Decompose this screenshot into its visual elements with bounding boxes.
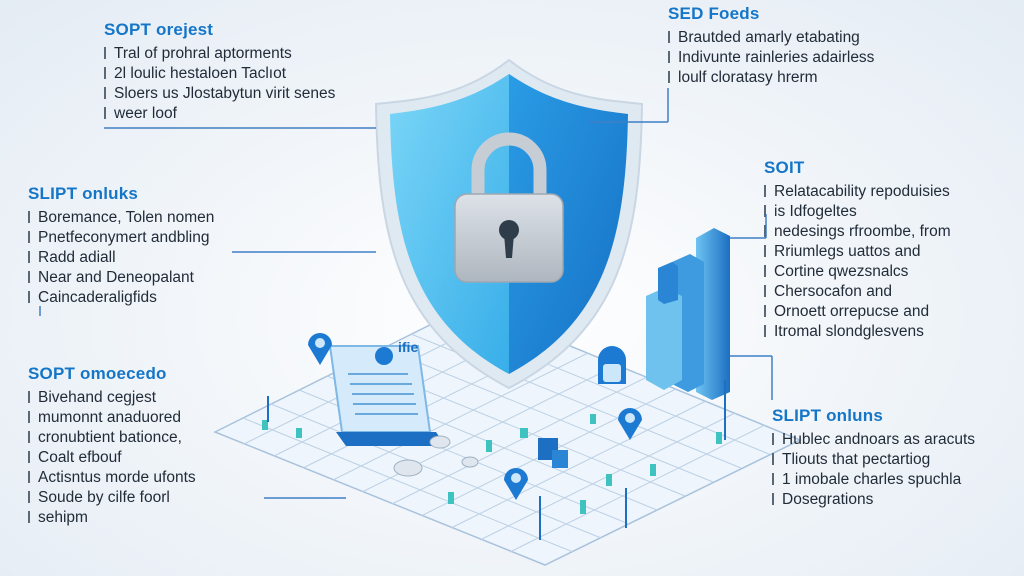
bullet-bar — [28, 231, 30, 243]
list-item: Hublec andnoars as aracuts — [772, 430, 975, 450]
bullet-bar — [104, 107, 106, 119]
list-item: Tliouts that pectartiog — [772, 450, 975, 470]
list-item: Caincaderaligfids — [28, 288, 214, 308]
block-bottom-left: SOPT omoecedo Bivehand cegjest mumonnt a… — [28, 364, 196, 528]
list-item: Rriumlegs uattos and — [764, 242, 951, 262]
bullet-bar — [28, 211, 30, 223]
screen-label: ifie — [398, 339, 418, 355]
block-title: SOPT omoecedo — [28, 364, 167, 383]
block-top-left: SOPT orejest Tral of prohral aptorments … — [104, 20, 335, 124]
list-item: sehipm — [28, 508, 196, 528]
list-item: Chersocafon and — [764, 282, 951, 302]
list-item: Ornoett orrepucse and — [764, 302, 951, 322]
list-item: 1 imobale charles spuchla — [772, 470, 975, 490]
bullet-bar — [104, 47, 106, 59]
bullet-bar — [28, 411, 30, 423]
list-item: Sloers us Jlostabytun virit senes — [104, 84, 335, 104]
list-item: Tral of prohral aptorments — [104, 44, 335, 64]
list-item: cronubtient bationce, — [28, 428, 196, 448]
bullet-bar — [28, 251, 30, 263]
bullet-bar — [764, 225, 766, 237]
list-item: Coalt efbouf — [28, 448, 196, 468]
bullet-bar — [772, 473, 774, 485]
bullet-bar — [764, 265, 766, 277]
network-devices — [262, 333, 726, 540]
block-title: SLIPT onluks — [28, 184, 139, 203]
bullet-bar — [764, 245, 766, 257]
block-title: SOIT — [764, 158, 805, 177]
server-towers — [598, 228, 730, 400]
bullet-bar — [772, 433, 774, 445]
bullet-bar — [772, 493, 774, 505]
list-item: nedesings rfroombe, from — [764, 222, 951, 242]
list-item: Cortine qwezsnalcs — [764, 262, 951, 282]
list-item: weer loof — [104, 104, 335, 124]
laptop-screen: ifie — [328, 339, 446, 446]
list-item: Bivehand cegjest — [28, 388, 196, 408]
bullet-bar — [28, 271, 30, 283]
bullet-bar — [764, 325, 766, 337]
bullet-bar — [28, 391, 30, 403]
list-item: Actisntus morde ufonts — [28, 468, 196, 488]
bullet-bar — [764, 205, 766, 217]
list-item: Dosegrations — [772, 490, 975, 510]
block-bottom-right: SLIPT onluns Hublec andnoars as aracuts … — [772, 406, 975, 510]
block-title: SED Foeds — [668, 4, 760, 23]
list-item: Soude by cilfe foorl — [28, 488, 196, 508]
bullet-bar — [668, 31, 670, 43]
list-item: Relatacability repoduisies — [764, 182, 951, 202]
bullet-bar — [772, 453, 774, 465]
list-item: is Idfogeltes — [764, 202, 951, 222]
list-item: loulf cloratasy hrerm — [668, 68, 874, 88]
padlock-icon — [454, 132, 564, 283]
bullet-bar — [28, 291, 30, 303]
block-mid-left: SLIPT onluks Boremance, Tolen nomen Pnet… — [28, 184, 214, 308]
list-item: Itromal slondglesvens — [764, 322, 951, 342]
bullet-bar — [28, 491, 30, 503]
list-item: Brautded amarly etabating — [668, 28, 874, 48]
list-item: 2l loulic hestaloen Taclıot — [104, 64, 335, 84]
bullet-bar — [28, 451, 30, 463]
block-top-right: SED Foeds Brautded amarly etabating Indi… — [668, 4, 874, 88]
connector-lines — [39, 88, 773, 499]
bullet-bar — [28, 471, 30, 483]
list-item: mumonnt anaduored — [28, 408, 196, 428]
block-title: SLIPT onluns — [772, 406, 884, 425]
list-item: Indivunte rainleries adairless — [668, 48, 874, 68]
bullet-bar — [104, 67, 106, 79]
block-mid-right: SOIT Relatacability repoduisies is Idfog… — [764, 158, 951, 342]
bullet-bar — [28, 511, 30, 523]
bullet-bar — [668, 71, 670, 83]
bullet-bar — [764, 305, 766, 317]
list-item: Boremance, Tolen nomen — [28, 208, 214, 228]
bullet-bar — [28, 431, 30, 443]
list-item: Near and Deneopalant — [28, 268, 214, 288]
list-item: Pnetfeconymert andbling — [28, 228, 214, 248]
list-item: Radd adiall — [28, 248, 214, 268]
bullet-bar — [764, 285, 766, 297]
bullet-bar — [764, 185, 766, 197]
bullet-bar — [668, 51, 670, 63]
block-title: SOPT orejest — [104, 20, 214, 39]
bullet-bar — [104, 87, 106, 99]
